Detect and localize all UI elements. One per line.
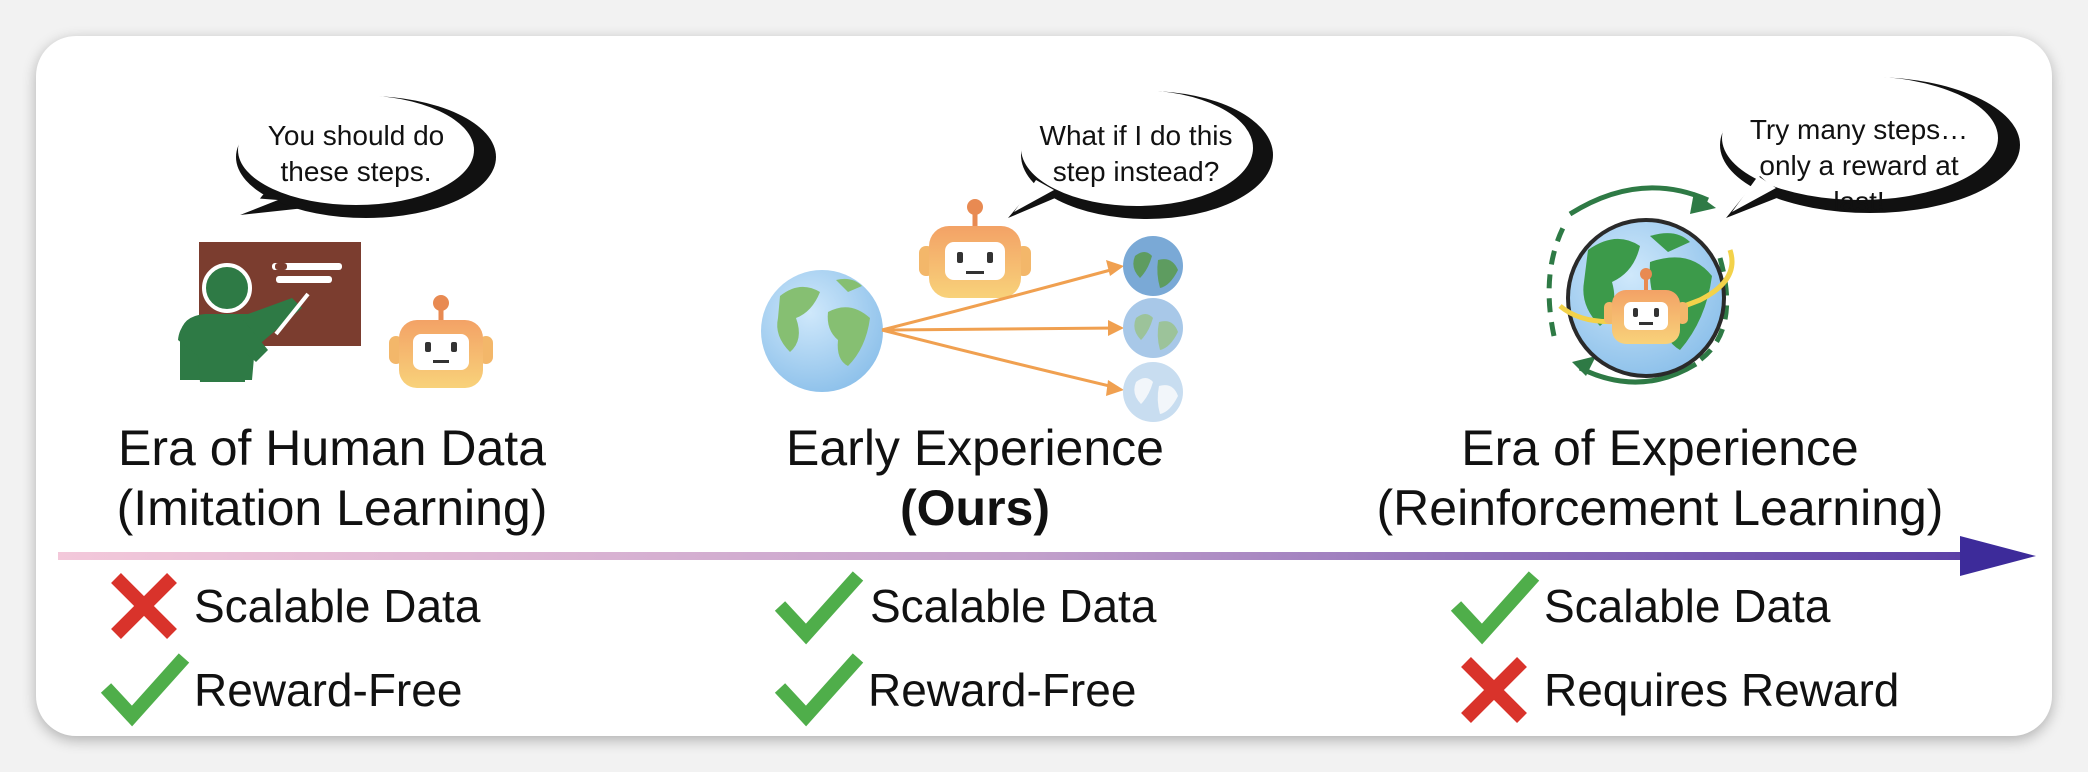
bubble-line: these steps. <box>280 156 432 187</box>
check-icon <box>1450 571 1540 645</box>
bubble-text-3: Try many steps… only a reward at last! <box>1734 112 1984 220</box>
globe-icon <box>1123 236 1183 296</box>
speech-bubble-2 <box>1008 90 1273 219</box>
panel-title-2: Early Experience (Ours) <box>700 418 1250 538</box>
robot-icon <box>919 199 1031 298</box>
timeline-arrow <box>58 536 2036 576</box>
title-line: Early Experience <box>786 420 1164 476</box>
feature-label: Reward-Free <box>194 664 463 716</box>
speech-bubble-1 <box>236 95 496 218</box>
feature-label: Scalable Data <box>194 580 481 632</box>
feature-label: Scalable Data <box>1544 580 1831 632</box>
feature-label: Scalable Data <box>870 580 1157 632</box>
bubble-line: only a reward at <box>1759 150 1959 181</box>
title-line: Era of Experience <box>1461 420 1859 476</box>
check-icon <box>774 571 864 645</box>
cross-icon <box>1461 657 1527 723</box>
panel-title-3: Era of Experience (Reinforcement Learnin… <box>1330 418 1990 538</box>
bubble-line: What if I do this <box>1039 120 1233 151</box>
speech-bubble-3 <box>1720 76 2020 218</box>
globe-icon <box>761 270 883 392</box>
feature-label: Reward-Free <box>868 664 1137 716</box>
check-icon <box>100 653 190 727</box>
feature-label: Requires Reward <box>1544 664 1900 716</box>
ours-label: (Ours) <box>900 480 1050 536</box>
globe-icon <box>1123 362 1183 422</box>
globe-icon <box>1123 298 1183 358</box>
bubble-text-1: You should do these steps. <box>236 118 476 190</box>
title-line: Era of Human Data <box>118 420 546 476</box>
title-line: (Ours) <box>700 478 1250 538</box>
bubble-line: You should do <box>267 120 445 151</box>
cycle-arrowheads <box>1572 192 1716 376</box>
bubble-line: step instead? <box>1052 156 1220 187</box>
cycle-arrow-icon <box>1546 185 1730 385</box>
teacher-icon <box>178 263 310 382</box>
branch-arrows <box>881 266 1119 390</box>
bubble-text-2: What if I do this step instead? <box>1016 118 1256 190</box>
robot-icon <box>389 295 493 388</box>
arrowheads <box>1106 260 1124 396</box>
bubble-line: last! <box>1833 186 1885 217</box>
panel-title-1: Era of Human Data (Imitation Learning) <box>62 418 602 538</box>
title-line: (Reinforcement Learning) <box>1376 480 1944 536</box>
bubble-line: Try many steps… <box>1749 114 1969 145</box>
cross-icon <box>111 573 177 639</box>
title-line: (Imitation Learning) <box>116 480 548 536</box>
robot-icon <box>1604 268 1688 344</box>
check-icon <box>774 653 864 727</box>
